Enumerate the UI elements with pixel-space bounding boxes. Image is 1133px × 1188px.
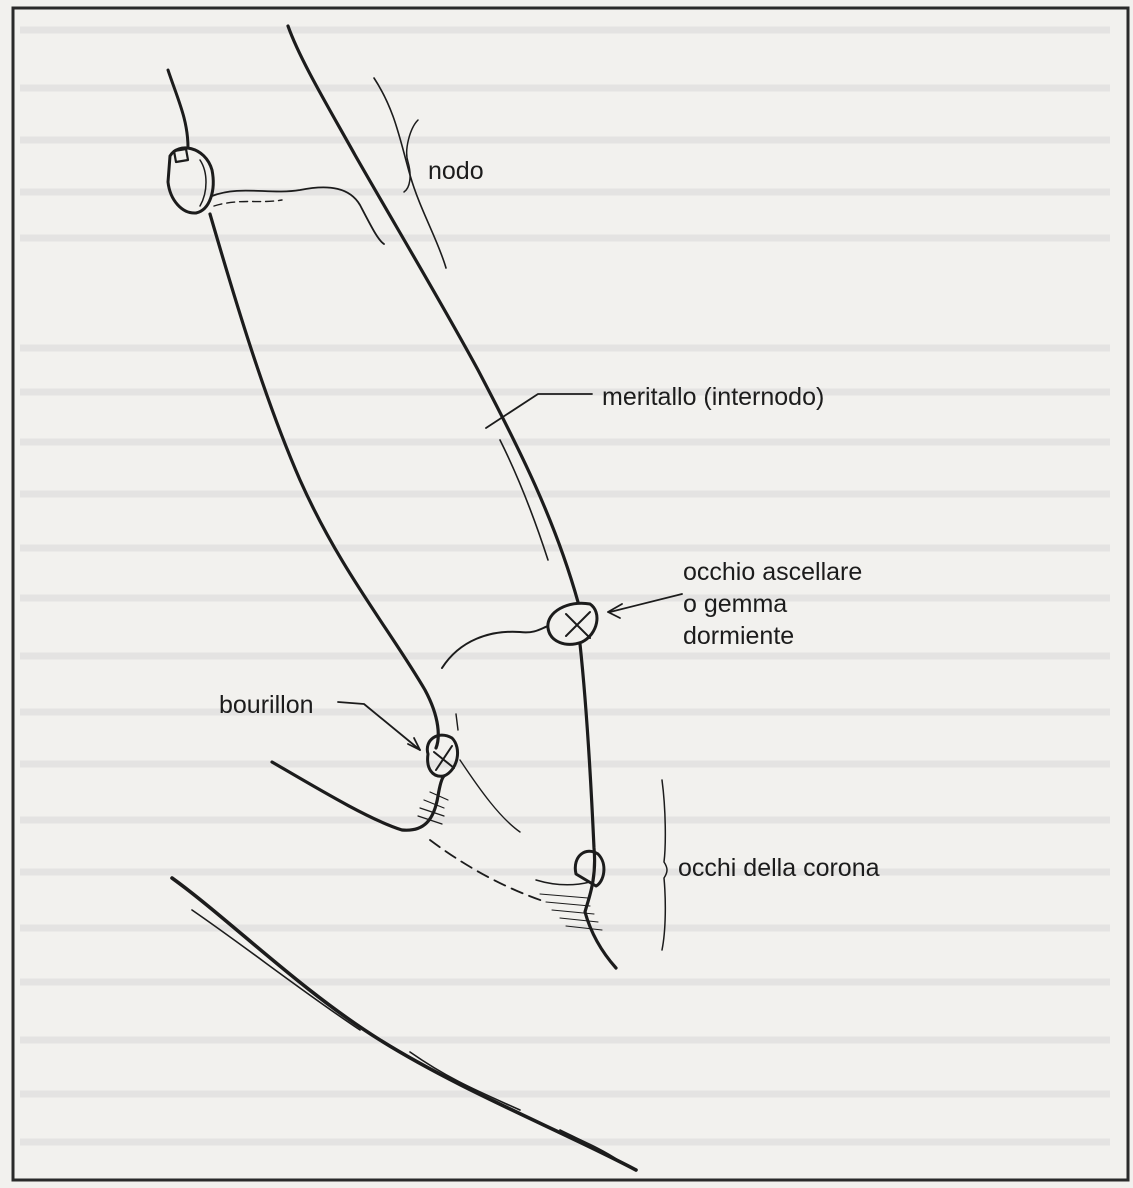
label-occhi-della-corona: occhi della corona <box>678 854 880 883</box>
main-stem-right <box>288 26 578 602</box>
main-stem-left <box>210 214 438 748</box>
background-texture <box>20 30 1110 1142</box>
label-nodo: nodo <box>428 157 484 186</box>
bourillon-bud <box>427 735 457 776</box>
lateral-base-curve <box>442 626 548 668</box>
label-occhio-ascellare-line2: o gemma <box>683 590 787 619</box>
label-bourillon: bourillon <box>219 691 314 720</box>
nodo-brace <box>404 120 418 192</box>
figure-frame <box>13 8 1128 1180</box>
label-occhio-ascellare-line3: dormiente <box>683 622 794 651</box>
label-occhio-ascellare-line1: occhio ascellare <box>683 558 862 587</box>
lower-stem-right <box>580 644 616 968</box>
meritallo-leader <box>486 394 592 428</box>
upper-left-branch <box>168 70 188 148</box>
lower-branch-top <box>172 878 636 1170</box>
label-meritallo: meritallo (internodo) <box>602 383 824 412</box>
